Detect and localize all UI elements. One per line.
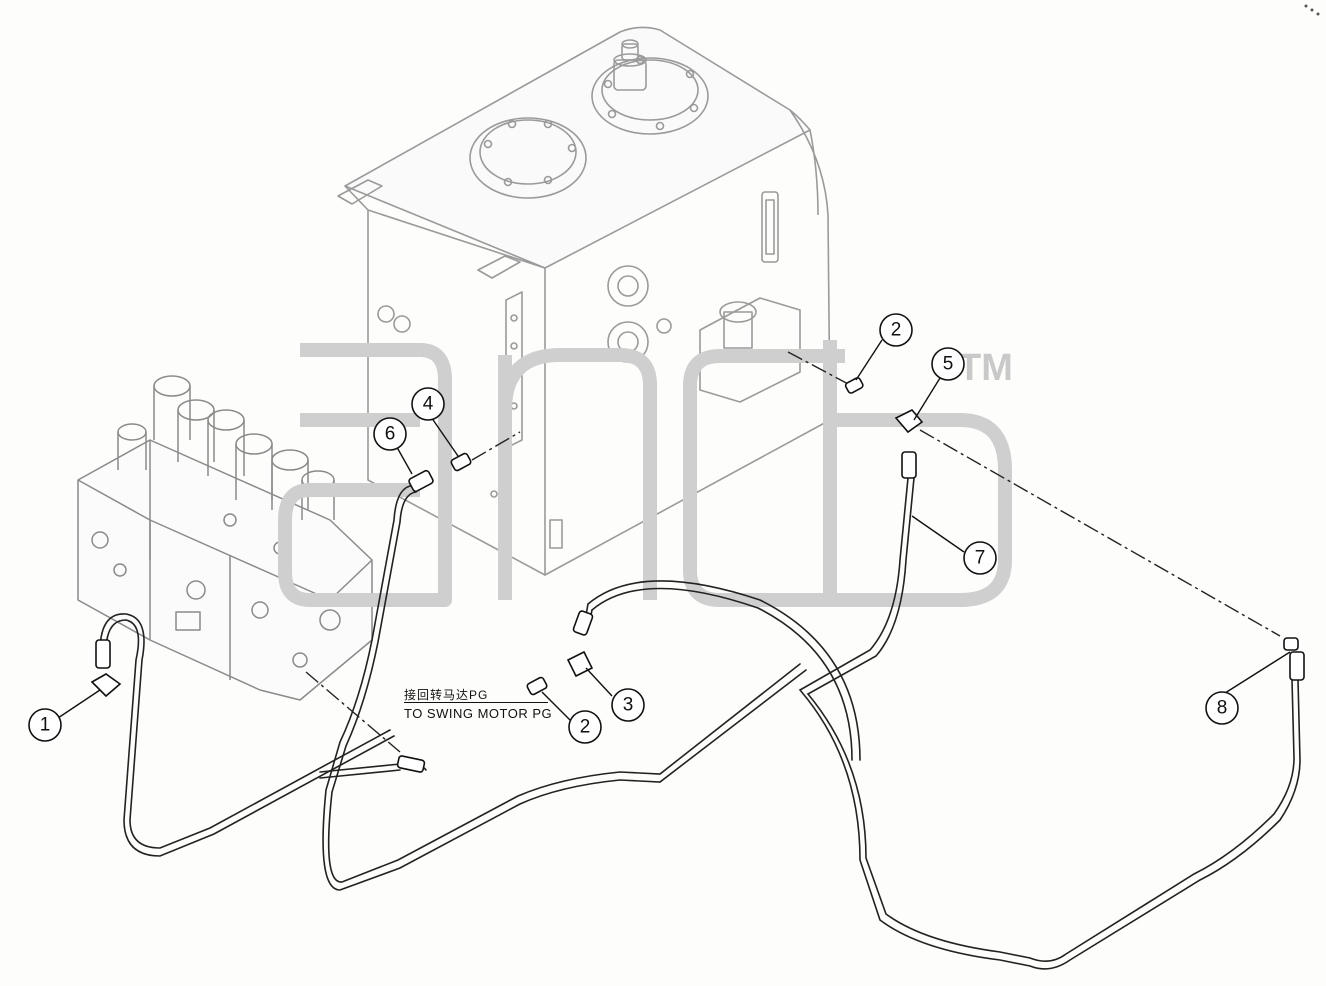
fitting-elbow-3 <box>566 650 594 678</box>
corner-mark <box>1304 4 1320 16</box>
fitting-hose-end-7 <box>901 451 917 479</box>
callout-1: 1 <box>28 708 62 742</box>
callout-4: 4 <box>411 387 445 421</box>
fitting-swing-motor <box>396 755 426 773</box>
callout-8: 8 <box>1205 691 1239 725</box>
fitting-elbow-1 <box>90 673 122 698</box>
callout-2-bottom: 2 <box>568 710 602 744</box>
fitting-hose-end-3 <box>572 610 594 636</box>
fitting-adapter-2-top <box>844 377 864 394</box>
svg-text:3: 3 <box>623 695 634 716</box>
fitting-adapter-4 <box>450 452 472 472</box>
svg-text:8: 8 <box>1217 698 1228 719</box>
callout-3: 3 <box>611 688 645 722</box>
control-valve-block <box>77 375 373 701</box>
svg-text:2: 2 <box>580 717 591 738</box>
callout-5: 5 <box>931 347 965 381</box>
fitting-hose-end-8 <box>1289 651 1305 681</box>
leader-lines <box>305 351 1281 753</box>
svg-text:7: 7 <box>975 548 986 569</box>
annotation-english: TO SWING MOTOR PG <box>404 706 553 721</box>
fitting-end-8 <box>1283 637 1299 651</box>
svg-text:4: 4 <box>423 394 434 415</box>
svg-text:5: 5 <box>943 354 954 375</box>
fitting-adapter-2-bottom <box>526 676 548 696</box>
fitting-hose-end-6 <box>408 469 434 493</box>
watermark-mark: TM <box>958 347 1013 389</box>
callout-2-top: 2 <box>879 313 913 347</box>
fitting-tee-5 <box>894 409 924 434</box>
callout-6: 6 <box>373 417 407 451</box>
pilot-hoses <box>99 477 1301 970</box>
svg-text:2: 2 <box>891 320 902 341</box>
annotation-rule <box>404 702 548 703</box>
watermark <box>278 340 1012 607</box>
fitting-hose-end <box>95 639 111 669</box>
callout-7: 7 <box>963 541 997 575</box>
svg-text:6: 6 <box>385 424 396 445</box>
fittings <box>90 377 1305 773</box>
svg-text:1: 1 <box>40 715 51 736</box>
annotation-chinese: 接回转马达PG <box>404 688 489 702</box>
